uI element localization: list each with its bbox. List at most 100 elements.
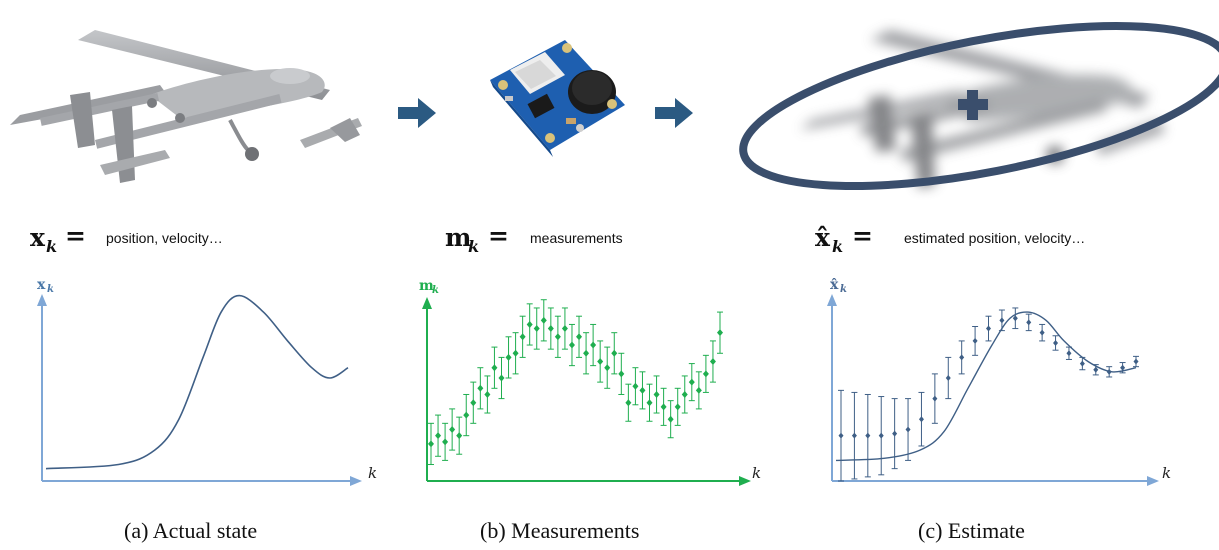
eq-description: position, velocity…: [106, 230, 223, 246]
x-axis-label: k: [368, 464, 377, 482]
y-axis-subscript: k: [840, 284, 847, 295]
estimate-point: [1120, 364, 1126, 371]
measurement-point: [717, 329, 723, 337]
eq-equals: =: [65, 221, 86, 250]
eq-equals: =: [488, 221, 509, 250]
measurement-point: [590, 341, 597, 349]
measurement-point: [498, 374, 505, 382]
measurements-series: [428, 299, 723, 466]
eq-symbol-m: m: [445, 223, 471, 252]
estimate-point: [892, 430, 898, 437]
y-axis-label: x: [37, 277, 46, 293]
actual-state-curve: [45, 294, 349, 470]
y-axis-subscript: k: [432, 285, 439, 296]
measurement-point: [653, 390, 660, 398]
y-axis-label: m: [419, 278, 434, 294]
estimate-point: [1093, 366, 1099, 373]
estimate-point: [905, 426, 911, 433]
measurement-point: [470, 399, 477, 407]
estimate-point: [1053, 339, 1059, 346]
estimate-point: [1066, 350, 1072, 357]
eq-symbol-x: x: [30, 223, 46, 252]
estimate-point: [1012, 315, 1018, 322]
estimate-point: [1026, 319, 1032, 326]
measurement-point: [632, 382, 639, 390]
measurement-point: [512, 349, 519, 357]
estimate-point: [1106, 368, 1112, 375]
microphone-sensor-board: [490, 40, 625, 157]
right-arrow-icon: [398, 98, 436, 128]
measurement-point: [702, 370, 709, 378]
y-axis-subscript: k: [47, 284, 54, 295]
estimate-point: [878, 432, 884, 439]
measurement-point: [625, 399, 632, 407]
estimate-point: [986, 325, 991, 332]
measurement-point: [646, 399, 653, 407]
equation-measurements: m k = measurements: [445, 221, 623, 256]
measurement-point: [618, 370, 625, 378]
measurement-point: [576, 333, 583, 341]
measurement-point: [709, 358, 716, 366]
x-axis-label: k: [752, 464, 761, 482]
measurement-point: [519, 333, 526, 341]
eq-subscript-k: k: [468, 237, 479, 256]
estimate-point: [999, 317, 1005, 324]
plot-estimate: x̂ k k: [827, 277, 1171, 486]
measurement-point: [639, 386, 646, 394]
measurement-point: [611, 349, 618, 357]
measurement-point: [554, 333, 561, 341]
estimate-point: [932, 395, 938, 402]
estimate-point: [1079, 360, 1085, 367]
measurement-point: [477, 384, 484, 392]
measurement-point: [449, 426, 456, 433]
estimate-point: [959, 354, 965, 361]
eq-description: measurements: [530, 230, 623, 246]
estimate-point: [972, 337, 978, 344]
measurement-point: [547, 325, 554, 333]
measurement-point: [442, 438, 449, 446]
measurement-point: [428, 440, 434, 448]
aircraft-illustration: [10, 30, 362, 183]
estimate-point: [851, 432, 857, 439]
measurement-point: [491, 364, 498, 372]
measurement-point: [533, 325, 540, 333]
estimate-point: [1039, 329, 1045, 336]
eq-description: estimated position, velocity…: [904, 230, 1085, 246]
measurement-point: [561, 325, 568, 333]
measurement-point: [505, 353, 512, 361]
eq-subscript-k: k: [46, 237, 57, 256]
caption-estimate: (c) Estimate: [918, 518, 1025, 543]
measurement-point: [435, 432, 442, 440]
measurement-point: [660, 403, 667, 411]
estimate-series: [835, 307, 1139, 482]
measurement-point: [667, 415, 674, 423]
estimate-point: [1133, 358, 1139, 365]
caption-actual-state: (a) Actual state: [124, 518, 257, 543]
estimate-curve: [835, 311, 1137, 462]
estimate-cross-icon: [958, 90, 988, 120]
estimate-point: [945, 375, 951, 381]
measurement-point: [456, 432, 463, 440]
eq-symbol-xhat: x̂: [815, 223, 831, 252]
uncertainty-ellipse: [739, 21, 1219, 191]
estimate-point: [918, 416, 924, 423]
equation-actual-state: x k = position, velocity…: [30, 221, 223, 256]
equation-estimate: x̂ k = estimated position, velocity…: [815, 221, 1085, 256]
estimate-point: [838, 432, 844, 439]
measurement-point: [526, 320, 533, 328]
measurement-point: [695, 386, 702, 394]
caption-measurements: (b) Measurements: [480, 518, 639, 543]
plot-measurements: m k k: [419, 278, 761, 486]
estimate-point: [865, 432, 871, 439]
measurement-point: [597, 358, 604, 366]
eq-subscript-k: k: [832, 237, 843, 256]
measurement-point: [568, 341, 575, 349]
measurement-point: [604, 364, 611, 372]
x-axis-label: k: [1162, 464, 1171, 482]
eq-equals: =: [852, 221, 873, 250]
measurement-point: [463, 411, 470, 419]
measurement-point: [484, 390, 491, 398]
actual-state-series: [45, 294, 349, 470]
y-axis-label: x̂: [830, 277, 839, 293]
